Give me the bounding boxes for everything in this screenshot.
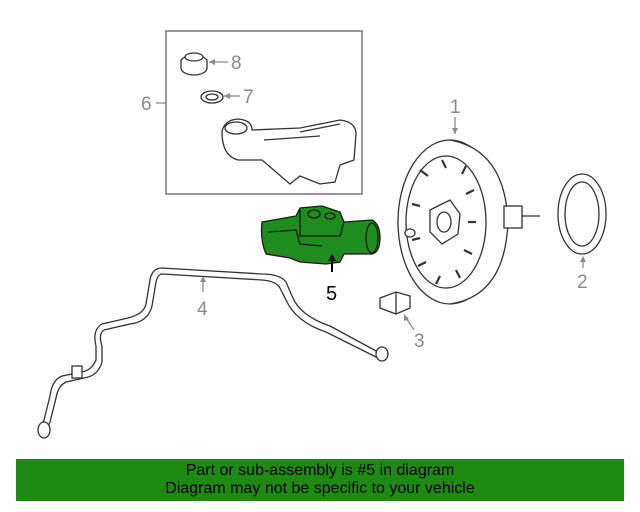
info-banner: Part or sub-assembly is #5 in diagram Di… [16,459,624,501]
vacuum-hose[interactable] [37,267,389,439]
reservoir-body[interactable] [221,118,357,185]
banner-line-2: Diagram may not be specific to your vehi… [165,480,475,497]
callout-1: 1 [450,97,461,118]
callout-4: 4 [197,299,208,320]
callout-6: 6 [141,94,152,115]
reservoir-seal[interactable] [200,90,224,104]
brake-booster[interactable] [397,139,540,305]
callout-5: 5 [326,283,337,305]
sensor[interactable] [379,291,411,315]
callout-2: 2 [577,272,588,293]
master-cylinder[interactable] [260,205,381,265]
gasket[interactable] [557,173,607,255]
callout-3: 3 [414,331,425,352]
banner-line-1: Part or sub-assembly is #5 in diagram [185,462,455,479]
reservoir-cap[interactable] [180,52,208,76]
reservoir-group: 8 7 6 [141,30,363,195]
callout-7: 7 [243,87,254,108]
callout-8: 8 [231,53,242,74]
